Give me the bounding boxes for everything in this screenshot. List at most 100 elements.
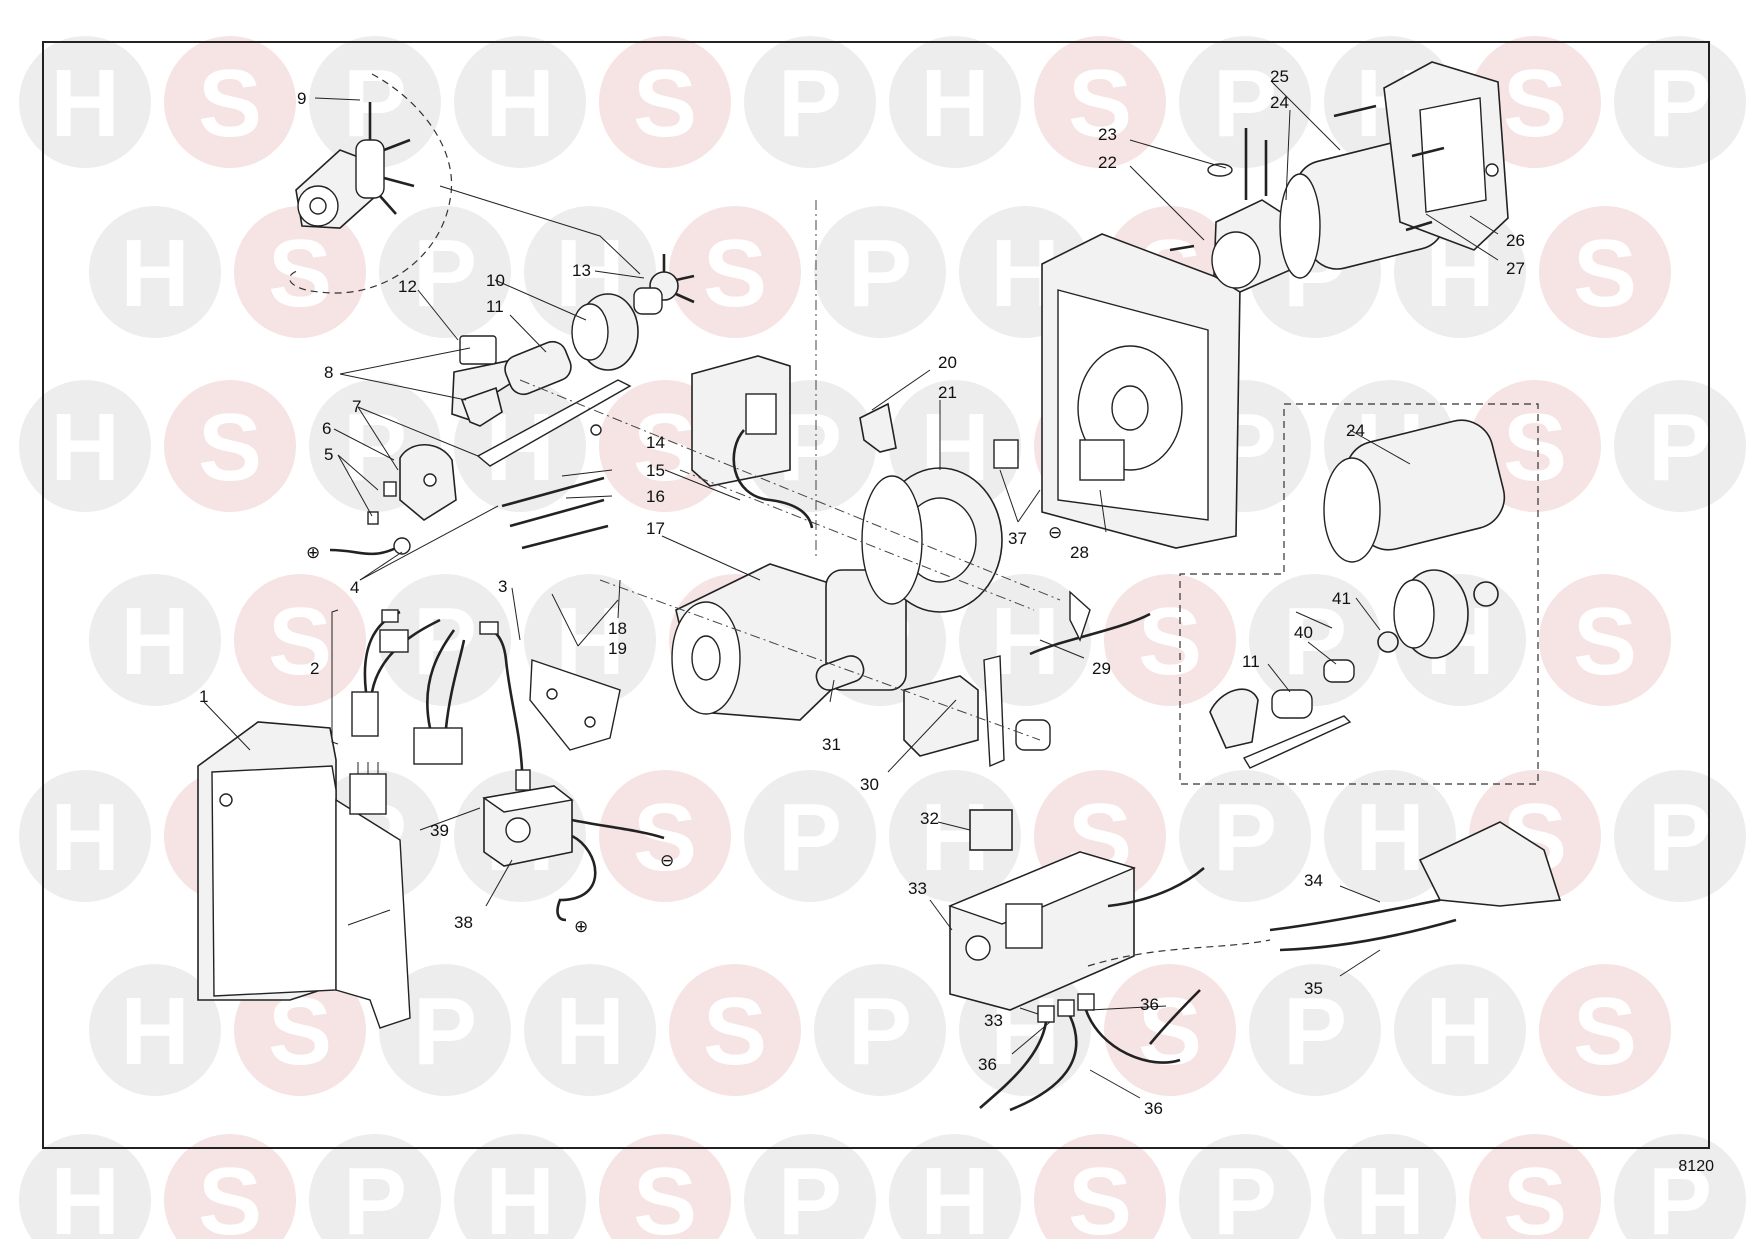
mounting-bracket[interactable]	[529, 659, 621, 751]
watermark-circle	[379, 206, 511, 338]
callout-5: 5	[324, 445, 333, 464]
part-6-adjustment-plate[interactable]	[399, 444, 457, 521]
part-5-screws[interactable]	[367, 481, 397, 525]
part-7-adjustment-bar[interactable]	[476, 379, 632, 467]
part-22-23-valve-block[interactable]	[1169, 128, 1291, 293]
callout-9: 9	[297, 89, 306, 108]
watermark-circle	[19, 1134, 151, 1239]
watermark-circle	[889, 36, 1021, 168]
watermark-letter: H	[120, 978, 189, 1085]
watermark-letter: P	[778, 1148, 842, 1239]
watermark-letter: P	[413, 978, 477, 1085]
part-33-control-box[interactable]	[948, 851, 1137, 1011]
watermark-circle	[1539, 206, 1671, 338]
watermark-circle	[669, 206, 801, 338]
watermark-letter: P	[1648, 784, 1712, 891]
part-29-linkage[interactable]	[1029, 590, 1151, 656]
watermark-circle	[309, 1134, 441, 1239]
callout-30: 30	[860, 775, 879, 794]
watermark-circle	[379, 964, 511, 1096]
part-13-nozzle-holder[interactable]	[633, 254, 695, 315]
watermark-letter: P	[778, 50, 842, 157]
watermark-letter: P	[1648, 394, 1712, 501]
watermark-circle	[524, 964, 656, 1096]
callout-31: 31	[822, 735, 841, 754]
callout-36: 36	[1140, 995, 1159, 1014]
part-11-air-tube-kit[interactable]	[1209, 688, 1352, 769]
part-8-electrode-holder[interactable]	[451, 335, 517, 427]
watermark-letter: H	[1355, 1148, 1424, 1239]
watermark-circle	[19, 36, 151, 168]
watermark-circle	[889, 770, 1021, 902]
callout-8: 8	[324, 363, 333, 382]
callout-27: 27	[1506, 259, 1525, 278]
part-20-bracket[interactable]	[859, 402, 897, 453]
part-31-capacitor[interactable]	[813, 653, 867, 694]
diagram-reference-number: 8120	[1678, 1158, 1714, 1175]
callout-11: 11	[1242, 652, 1260, 671]
watermark-circle	[814, 206, 946, 338]
watermark-circle	[744, 1134, 876, 1239]
part-41-diffuser-kit[interactable]	[1377, 569, 1499, 659]
part-26-27-flange-gasket[interactable]	[1333, 61, 1509, 251]
watermark-letter: S	[1503, 1148, 1567, 1239]
callout-37: 37	[1008, 529, 1027, 548]
watermark-letter: P	[343, 1148, 407, 1239]
watermark-circle	[889, 1134, 1021, 1239]
part-39-plug[interactable]	[349, 762, 387, 815]
part-15-16-electrodes[interactable]	[501, 476, 609, 550]
part-37-component[interactable]	[993, 439, 1019, 469]
part-32-connector[interactable]	[969, 809, 1013, 851]
watermark-letter: P	[1213, 784, 1277, 891]
watermark-circle	[1179, 1134, 1311, 1239]
part-4-hose[interactable]	[329, 537, 411, 556]
burner-housing[interactable]	[1041, 233, 1241, 549]
watermark-letter: P	[848, 978, 912, 1085]
axis-line-4	[599, 579, 1041, 741]
part-36-cables[interactable]	[979, 989, 1201, 1112]
part-11-air-tube[interactable]	[501, 337, 575, 398]
part-30-pump-unit[interactable]	[903, 655, 1051, 768]
callout-25: 25	[1270, 67, 1289, 86]
watermark-circle	[89, 574, 221, 706]
watermark-letter: P	[1648, 50, 1712, 157]
watermark-letter: S	[198, 50, 262, 157]
part-14-control-unit[interactable]	[691, 355, 814, 529]
callout-28: 28	[1070, 543, 1089, 562]
watermark-letter: S	[1503, 394, 1567, 501]
part-24-blast-tube-kit[interactable]	[1323, 413, 1511, 563]
watermark-circle	[454, 1134, 586, 1239]
watermark-circle	[164, 380, 296, 512]
watermark-letter: S	[268, 588, 332, 695]
part-21-fan-wheel[interactable]	[861, 467, 1003, 613]
watermark-circle	[454, 36, 586, 168]
part-38-ignition-transformer[interactable]	[479, 621, 665, 922]
watermark-letter: H	[555, 978, 624, 1085]
part-9-nozzle-detail[interactable]	[289, 73, 641, 294]
watermark-circle	[1539, 964, 1671, 1096]
part-40-coupling[interactable]	[1323, 659, 1355, 683]
callout-33: 33	[984, 1011, 1003, 1030]
watermark-letter: S	[1573, 588, 1637, 695]
part-34-35-cables[interactable]	[1087, 821, 1562, 967]
callout-1: 1	[199, 687, 208, 706]
plus-symbol: ⊕	[306, 543, 320, 562]
callout-10: 10	[486, 271, 505, 290]
callout-20: 20	[938, 353, 957, 372]
watermark-letter: S	[1068, 1148, 1132, 1239]
watermark-letter: S	[633, 50, 697, 157]
watermark-letter: H	[1355, 784, 1424, 891]
part-2-wiring-harness[interactable]	[331, 609, 466, 765]
watermark-circle	[1324, 770, 1456, 902]
plus-symbol: ⊕	[574, 917, 588, 936]
part-10-diffuser[interactable]	[571, 293, 639, 371]
watermark-circle	[1104, 574, 1236, 706]
watermark-letter: S	[1138, 588, 1202, 695]
part-1-control-cover[interactable]	[197, 721, 411, 1029]
watermark-letter: P	[848, 220, 912, 327]
watermark-letter: H	[50, 394, 119, 501]
watermark-circle	[744, 770, 876, 902]
watermark-circle	[599, 770, 731, 902]
callout-26: 26	[1506, 231, 1525, 250]
part-17-motor[interactable]	[671, 563, 907, 721]
